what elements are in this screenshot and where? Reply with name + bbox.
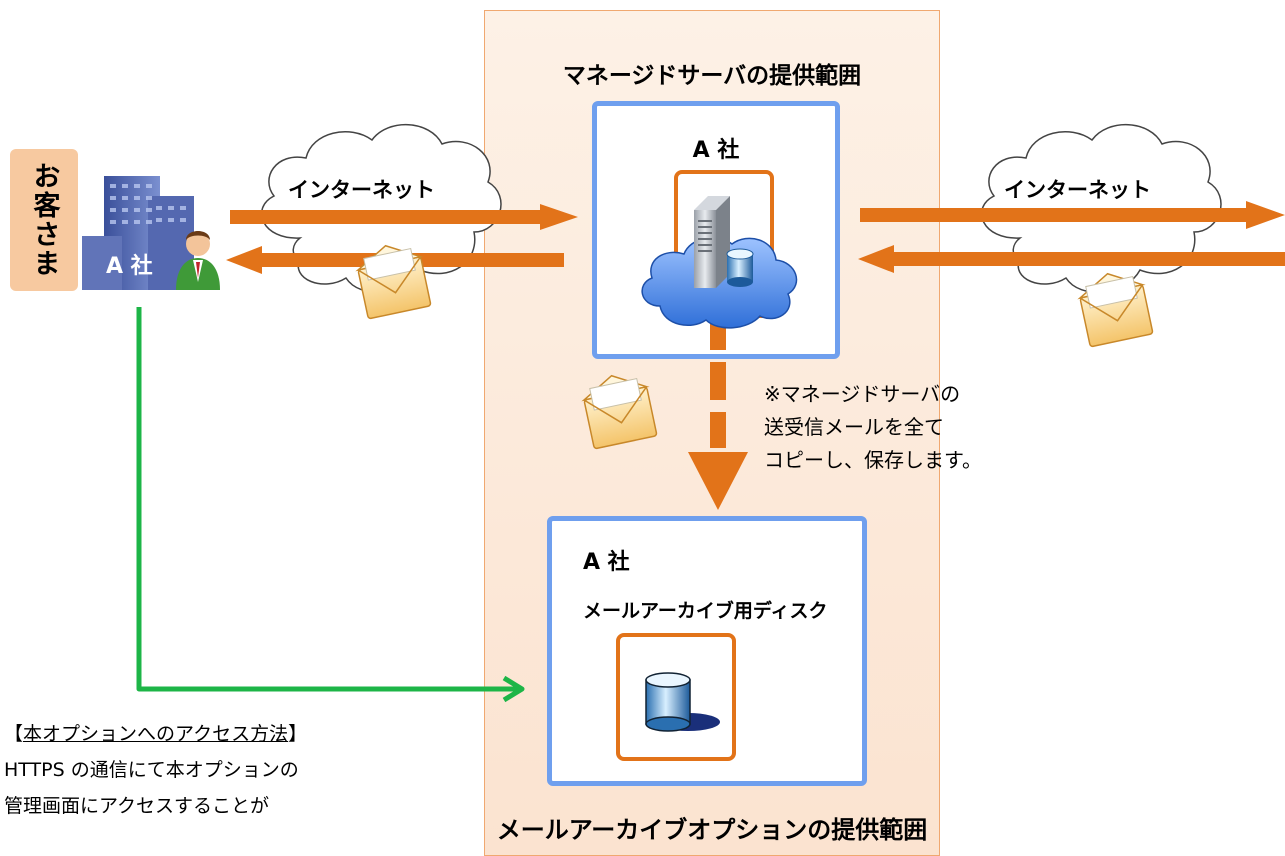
copy-note-line: ※マネージドサーバの — [764, 382, 961, 406]
copy-arrow — [688, 310, 748, 510]
archive-disk-highlight — [616, 633, 736, 761]
envelope-icon-copy — [581, 374, 658, 450]
arrow-server-to-internet — [860, 201, 1285, 229]
server-icon — [694, 196, 730, 288]
access-note-heading: 本オプションへのアクセス方法 — [23, 723, 289, 745]
access-note-line: HTTPS の通信にて本オプションの — [4, 759, 299, 781]
copy-note: ※マネージドサーバの 送受信メールを全て コピーし、保存します。 — [764, 378, 982, 477]
access-path-arrow — [136, 307, 525, 703]
arrow-customer-to-server — [230, 204, 578, 230]
archive-company-label: A 社 — [583, 550, 630, 575]
building-icon — [82, 176, 194, 290]
copy-note-line: コピーし、保存します。 — [764, 448, 982, 472]
managed-server-zone-title: マネージドサーバの提供範囲 — [562, 63, 862, 89]
archive-disk-title: メールアーカイブ用ディスク — [583, 600, 828, 622]
customer-tag: お客さま — [10, 149, 78, 291]
access-note-heading-row: 【本オプションへのアクセス方法】 — [4, 716, 307, 752]
access-note: 【本オプションへのアクセス方法】 HTTPS の通信にて本オプションの 管理画面… — [4, 716, 307, 824]
copy-note-line: 送受信メールを全て — [764, 415, 944, 439]
company-label: A 社 — [106, 254, 153, 279]
access-note-bracket-close: 】 — [288, 723, 308, 745]
access-note-line: 管理画面にアクセスすることが — [4, 795, 270, 817]
archive-option-zone-title: メールアーカイブオプションの提供範囲 — [496, 816, 928, 844]
envelope-icon-right — [1077, 272, 1154, 348]
server-company-label: A 社 — [692, 138, 740, 163]
user-icon — [176, 231, 220, 290]
cloud-right-label: インターネット — [1004, 174, 1151, 204]
internet-cloud-left — [261, 124, 502, 294]
envelope-icon-left — [355, 244, 432, 320]
arrow-internet-to-server — [858, 245, 1285, 273]
server-database-icon — [726, 248, 754, 287]
archive-database-icon — [645, 672, 720, 732]
archive-box — [547, 516, 867, 786]
cloud-left-label: インターネット — [288, 174, 435, 204]
access-note-bracket-open: 【 — [4, 723, 24, 745]
